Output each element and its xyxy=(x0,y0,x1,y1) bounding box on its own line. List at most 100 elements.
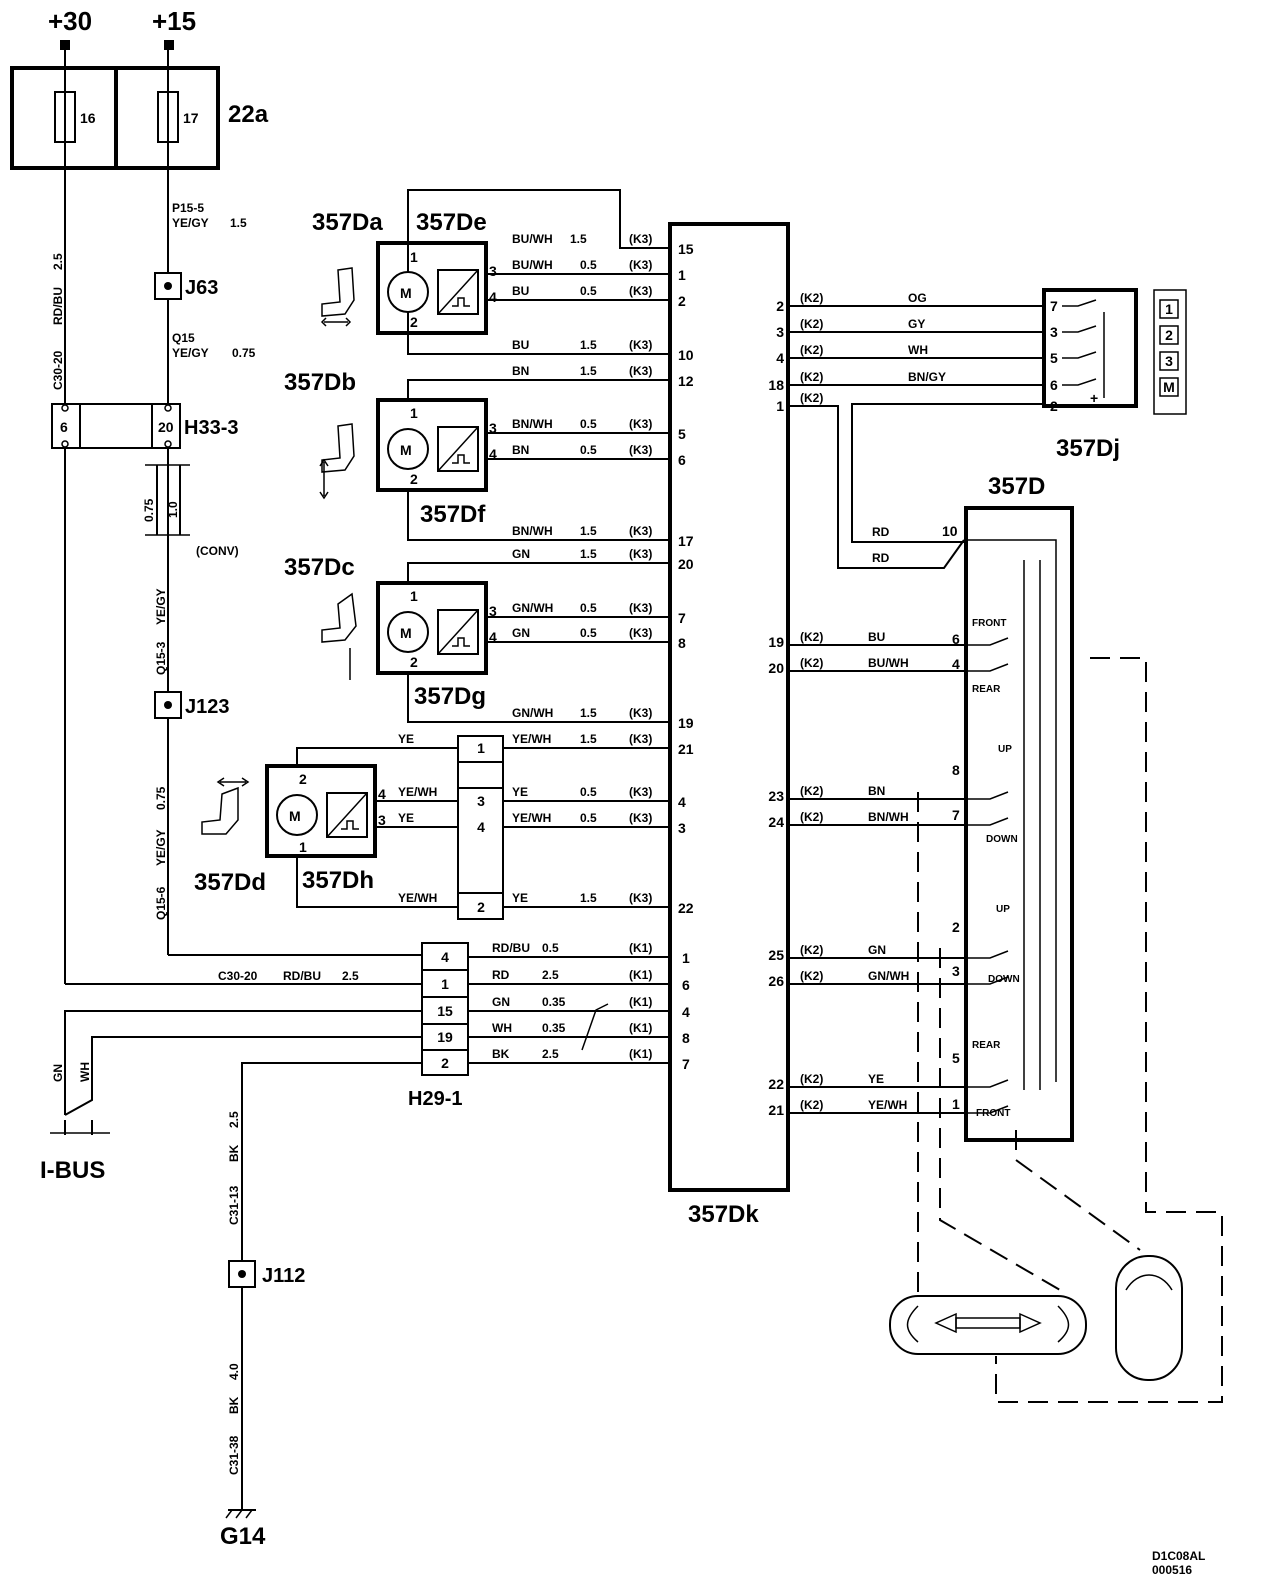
switch-pin-number: 1 xyxy=(952,1096,960,1112)
h29-pin-number: 1 xyxy=(441,976,449,992)
memory-key-label: 2 xyxy=(1165,327,1173,343)
h29-pin-number: 4 xyxy=(441,949,449,965)
h29-pin-number: 19 xyxy=(437,1029,453,1045)
switch-contact xyxy=(966,817,1009,826)
label-down-b: DOWN xyxy=(988,974,1020,985)
wire-c31-13: C31-13 xyxy=(227,1185,241,1225)
label-up-a: UP xyxy=(998,744,1012,755)
k3-pin-number: 20 xyxy=(678,556,694,572)
k3-pin-number: 21 xyxy=(678,741,694,757)
wire-ye-gy-mid: YE/GY xyxy=(154,588,168,625)
k2-connector-tag: (K2) xyxy=(800,391,823,405)
memory-switch-pin: 5 xyxy=(1050,350,1058,366)
k3-pin-number: 15 xyxy=(678,241,694,257)
seat-switch-pin10: 10 xyxy=(942,523,958,539)
switch-wire-name: BU xyxy=(868,630,885,644)
k3-connector-tag: (K3) xyxy=(629,524,652,538)
k1-wire-name: GN xyxy=(492,995,510,1009)
memory-switch-pin: 3 xyxy=(1050,324,1058,340)
pin-num: 2 xyxy=(410,471,418,487)
pin-num: 4 xyxy=(489,446,497,462)
k3-pin-number: 22 xyxy=(678,900,694,916)
memory-key xyxy=(1159,377,1179,397)
dd-wire-name: YE xyxy=(398,811,414,825)
k1-pin-number: 1 xyxy=(682,950,690,966)
pin-num: 3 xyxy=(489,263,497,279)
wire-size-bk-b: 4.0 xyxy=(227,1363,241,1380)
pin-num: 4 xyxy=(489,629,497,645)
switch-wire-name: BN/WH xyxy=(868,810,909,824)
wire-rd-a: RD xyxy=(872,525,890,539)
switch-module-pin: 24 xyxy=(768,814,784,830)
switch-wire-name: GN xyxy=(868,943,886,957)
wire-bk-b: BK xyxy=(227,1396,241,1414)
k1-wire-name: BK xyxy=(492,1047,510,1061)
label-rear-top: REAR xyxy=(972,684,1001,695)
k1-connector-tag: (K1) xyxy=(629,941,652,955)
k2-connector-tag: (K2) xyxy=(800,370,823,384)
k3-wire-size: 1.5 xyxy=(570,232,587,246)
supply-plus15-label: +15 xyxy=(152,6,196,36)
wire-size-30: 2.5 xyxy=(51,253,65,270)
switch-contact xyxy=(966,791,1009,800)
k3-wire-size: 0.5 xyxy=(580,443,597,457)
switch-pin-number: 2 xyxy=(952,919,960,935)
wire-c30-20-vert: C30-20 xyxy=(51,350,65,390)
k3-connector-tag: (K3) xyxy=(629,258,652,272)
k3-wire-name: BU xyxy=(512,284,529,298)
k3-wire-name: GN xyxy=(512,547,530,561)
label-rear-bottom: REAR xyxy=(972,1040,1001,1051)
motor-m-d: M xyxy=(289,808,301,824)
k2-connector-tag: (K2) xyxy=(800,291,823,305)
switch-contact xyxy=(966,1105,1009,1114)
k3-wire-size: 1.5 xyxy=(580,732,597,746)
k3-pin-number: 2 xyxy=(678,293,686,309)
k3-wire-size: 1.5 xyxy=(580,364,597,378)
supply-plus30-label: +30 xyxy=(48,6,92,36)
switch-module-pin: 26 xyxy=(768,973,784,989)
seat-switch-internals xyxy=(964,539,1057,1090)
diagram-date: 000516 xyxy=(1152,1563,1192,1577)
switch-connector-tag: (K2) xyxy=(800,943,823,957)
k2-wire-name: WH xyxy=(908,343,928,357)
dd-connector-pin: 4 xyxy=(477,819,485,835)
k3-connector-tag: (K3) xyxy=(629,626,652,640)
memory-switch-pin: 2 xyxy=(1050,398,1058,414)
pin-num: 1 xyxy=(410,588,418,604)
k3-connector-tag: (K3) xyxy=(629,417,652,431)
k3-wire-name: BN/WH xyxy=(512,417,553,431)
memory-key-label: 3 xyxy=(1165,353,1173,369)
k3-wire-name: BU/WH xyxy=(512,258,553,272)
label-front-top: FRONT xyxy=(972,618,1006,629)
switch-module-pin: 20 xyxy=(768,660,784,676)
motor-m-b: M xyxy=(400,442,412,458)
k3-wire-size: 0.5 xyxy=(580,417,597,431)
memory-switch-contacts xyxy=(788,299,1105,569)
pin-num: 1 xyxy=(299,839,307,855)
switch-wire-name: BN xyxy=(868,784,885,798)
k2-connector-tag: (K2) xyxy=(800,343,823,357)
k3-connector-tag: (K3) xyxy=(629,364,652,378)
pin-num: 3 xyxy=(378,812,386,828)
motor-357db-label: 357Db xyxy=(284,369,356,396)
memory-plus: + xyxy=(1090,390,1098,406)
wire-rd-b: RD xyxy=(872,551,890,565)
dd-connector-pin: 2 xyxy=(477,899,485,915)
switch-module-pin: 25 xyxy=(768,947,784,963)
switch-pin-number: 7 xyxy=(952,807,960,823)
seat-icon xyxy=(201,777,250,835)
wire-size-bk-a: 2.5 xyxy=(227,1111,241,1128)
ibus-wires xyxy=(50,1010,422,1135)
supply-terminal-30 xyxy=(60,40,70,50)
conv-label: (CONV) xyxy=(196,544,239,558)
g14-label: G14 xyxy=(220,1523,266,1550)
k3-connector-tag: (K3) xyxy=(629,284,652,298)
wire-size-lower: 0.75 xyxy=(154,786,168,810)
k3-wire-name: BU xyxy=(512,338,529,352)
k1-wire-size: 0.35 xyxy=(542,995,566,1009)
k1-pin-number: 8 xyxy=(682,1030,690,1046)
k2-wire-name: BN/GY xyxy=(908,370,946,384)
k1-connector-tag: (K1) xyxy=(629,1047,652,1061)
k3-connector-tag: (K3) xyxy=(629,891,652,905)
